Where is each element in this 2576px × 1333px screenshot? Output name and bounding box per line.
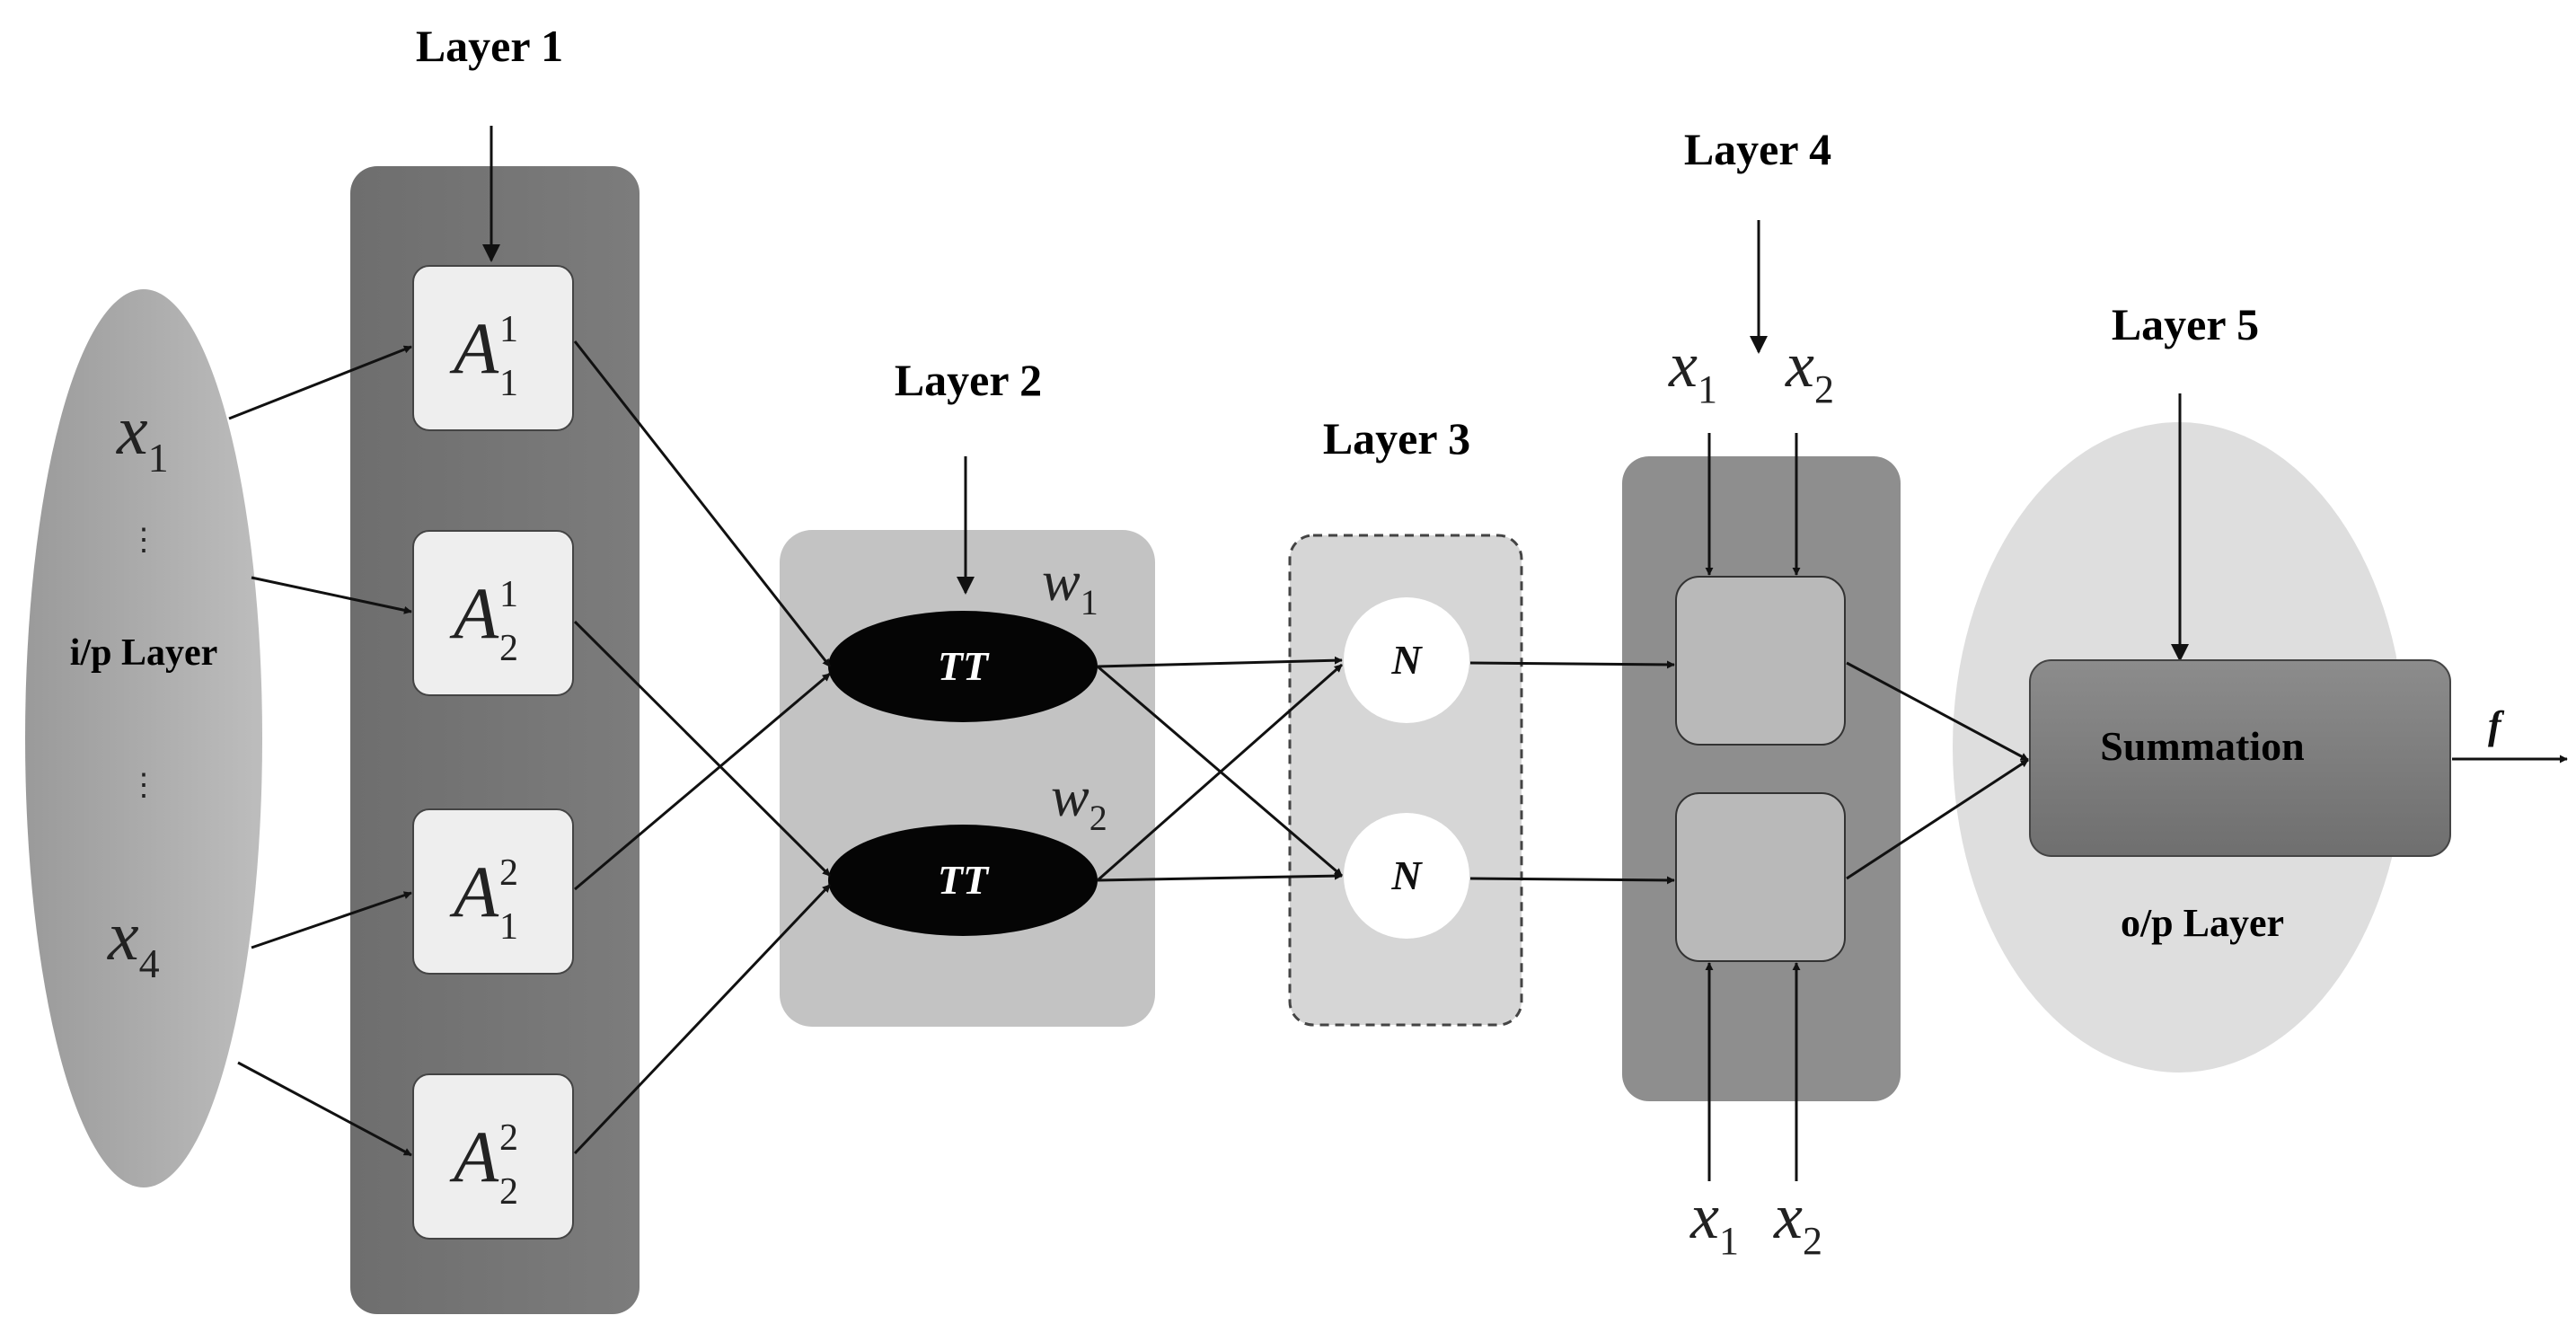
svg-text:1: 1	[499, 309, 518, 350]
svg-text:1: 1	[499, 574, 518, 615]
norm-node-1	[1344, 597, 1469, 723]
layer2-panel	[780, 530, 1155, 1027]
edge-TT1-N1	[1097, 656, 1343, 668]
membership-node-4: A 2 2	[412, 1073, 574, 1240]
edge-A12-TT1	[574, 672, 831, 891]
svg-text:2: 2	[499, 628, 518, 669]
layer4-panel	[1622, 456, 1901, 1101]
edge-TT2-N1	[1097, 663, 1343, 882]
layer4-title: Layer 4	[1684, 124, 1831, 174]
layer4-bottom-x1: x1	[1689, 1180, 1739, 1263]
rule-node-2-label: TT	[938, 857, 990, 903]
edge-x4-A12	[251, 891, 412, 949]
edge-N2-C2	[1469, 876, 1675, 885]
layer5-title: Layer 5	[2112, 299, 2259, 349]
summation-label: Summation	[2100, 723, 2304, 769]
norm-node-2-label: N	[1390, 852, 1423, 898]
norm-node-2	[1344, 813, 1469, 939]
layer4-top-x1: x1	[1668, 329, 1717, 411]
edge-C1-sum	[1846, 661, 2029, 762]
consequent-node-1	[1675, 576, 1846, 746]
svg-text:1: 1	[499, 906, 518, 948]
svg-text:A: A	[449, 307, 499, 389]
layer4-top-x2: x2	[1785, 329, 1834, 411]
edge-x4-A22	[237, 1061, 412, 1157]
edge-x1-A11	[228, 345, 412, 420]
edge-N1-C1	[1469, 660, 1675, 669]
membership-node-1: A 1 1	[412, 265, 574, 431]
input-x4-label: x4	[107, 896, 160, 986]
input-layer-ellipse	[25, 289, 262, 1187]
edge-A22-TT2	[573, 883, 832, 1155]
rule-node-2	[828, 825, 1098, 936]
output-f-label: f	[2488, 703, 2505, 747]
weight-w1-label: w1	[1042, 549, 1098, 622]
membership-node-2: A 1 2	[412, 530, 574, 696]
svg-text:A: A	[449, 851, 499, 932]
consequent-node-2	[1675, 792, 1846, 962]
svg-text:2: 2	[499, 1171, 518, 1213]
layer4-bottom-x2: x2	[1773, 1180, 1822, 1263]
layer1-panel	[350, 166, 640, 1314]
edge-A21-TT2	[573, 620, 832, 878]
norm-node-1-label: N	[1390, 637, 1423, 683]
output-layer-label: o/p Layer	[2121, 901, 2284, 945]
weight-w2-label: w2	[1051, 764, 1107, 838]
edge-TT2-N2	[1097, 871, 1343, 882]
rule-node-1	[828, 611, 1098, 722]
membership-node-3: A 2 1	[412, 808, 574, 975]
svg-text:2: 2	[499, 1117, 518, 1159]
svg-text:A: A	[449, 572, 499, 654]
edge-x1-A21	[251, 576, 412, 614]
svg-text:A: A	[449, 1116, 499, 1197]
layer1-title: Layer 1	[416, 21, 563, 71]
rule-node-1-label: TT	[938, 643, 990, 689]
svg-text:1: 1	[499, 363, 518, 404]
input-dots-bottom: ⋮	[128, 769, 159, 802]
edge-C2-sum	[1846, 758, 2029, 880]
edge-A11-TT1	[573, 340, 832, 667]
input-x1-label: x1	[116, 391, 169, 481]
summation-node	[2029, 659, 2451, 857]
input-layer-label: i/p Layer	[70, 632, 218, 674]
layer2-title: Layer 2	[895, 355, 1042, 405]
svg-text:2: 2	[499, 852, 518, 894]
layer3-title: Layer 3	[1323, 413, 1470, 463]
input-dots-top: ⋮	[128, 524, 159, 557]
